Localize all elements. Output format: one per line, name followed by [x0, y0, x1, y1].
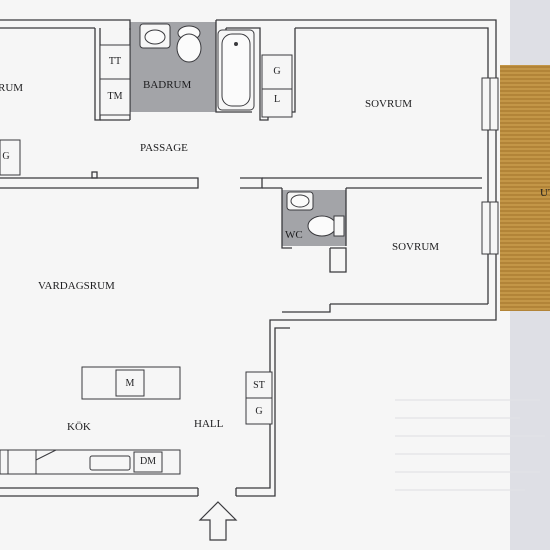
st-label: ST [253, 380, 265, 391]
kok-label: KÖK [67, 421, 91, 433]
closets [0, 44, 293, 176]
uteplats-label: UT [540, 187, 550, 199]
sanitary-fixtures [139, 23, 345, 237]
g-hall-label: G [255, 406, 263, 417]
kitchen-island [81, 366, 181, 400]
uteplats-deck [500, 65, 550, 311]
windows [481, 77, 499, 255]
sovrum-top-right-label: SOVRUM [365, 98, 413, 110]
hall-closets [245, 371, 273, 425]
dm-label: DM [139, 456, 157, 467]
sovrum-mid-right-label: SOVRUM [392, 241, 440, 253]
m-label: M [125, 378, 135, 389]
g-top-label: G [273, 66, 281, 77]
faint-print [395, 399, 545, 491]
badrum-label: BADRUM [143, 79, 192, 91]
hall-label: HALL [194, 418, 224, 430]
g-left-label: G [2, 151, 10, 162]
wc-label: WC [285, 229, 303, 241]
tm-label: TM [107, 91, 123, 102]
passage-label: PASSAGE [140, 142, 188, 154]
kitchen-counter [0, 449, 181, 475]
vardagsrum-label: VARDAGSRUM [38, 280, 115, 292]
tt-label: TT [108, 56, 122, 67]
sovrum-left-label: SOVRUM [0, 82, 24, 94]
l-label: L [273, 94, 281, 105]
entry-arrow [198, 501, 238, 541]
